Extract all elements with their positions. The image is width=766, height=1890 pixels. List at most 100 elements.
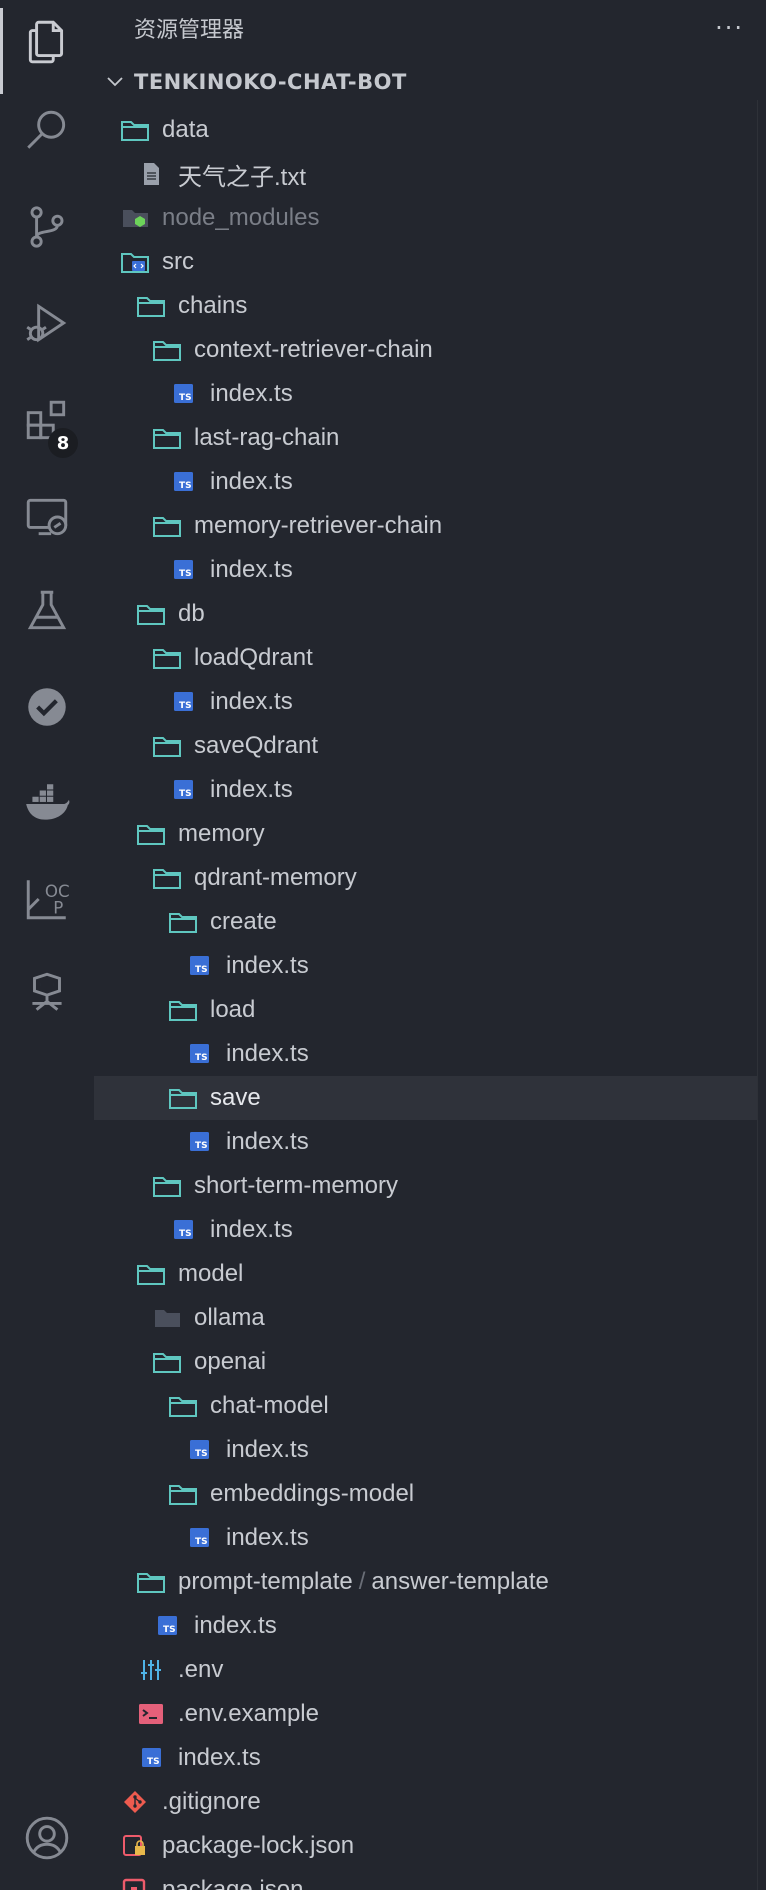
svg-text:TS: TS [195,1053,208,1063]
tree-folder-row[interactable]: qdrant-memory [94,856,766,900]
openshift-icon: OC P [22,874,72,928]
chevron-down-icon [104,70,126,92]
tree-folder-row[interactable]: short-term-memory [94,1164,766,1208]
workspace-title: TENKINOKO-CHAT-BOT [134,70,407,94]
svg-text:TS: TS [179,569,192,579]
tree-folder-row[interactable]: prompt-template/answer-template [94,1560,766,1604]
tree-item-label: create [210,908,277,935]
folder-open-icon [168,1481,198,1507]
robot-activity[interactable] [0,960,94,1030]
tree-folder-row[interactable]: create [94,900,766,944]
folder-open-icon [152,865,182,891]
tree-item-label: .gitignore [162,1788,261,1815]
folder-open-icon [152,645,182,671]
check-activity[interactable] [0,674,94,744]
source-control-activity[interactable] [0,194,94,264]
svg-text:TS: TS [195,965,208,975]
check-circle-icon [22,682,72,736]
tree-item-label: index.ts [210,556,293,583]
tree-file-row[interactable]: package-lock.json [94,1824,766,1868]
tree-item-label: load [210,996,256,1023]
tree-folder-row[interactable]: loadQdrant [94,636,766,680]
tree-folder-row[interactable]: ollama [94,1296,766,1340]
npm-icon [120,1877,150,1890]
run-debug-icon [22,298,72,352]
tree-item-label: index.ts [226,1128,309,1155]
tree-item-label: openai [194,1348,267,1375]
tree-folder-row[interactable]: saveQdrant [94,724,766,768]
explorer-panel: 资源管理器 ··· TENKINOKO-CHAT-BOT data 天气之子.tx… [94,0,766,1890]
tree-item-label: index.ts [194,1612,277,1639]
tree-folder-row[interactable]: db [94,592,766,636]
tree-folder-row[interactable]: src [94,240,766,284]
tree-folder-row[interactable]: load [94,988,766,1032]
tree-file-row[interactable]: TS index.ts [94,548,766,592]
tree-item-label: .env.example [178,1700,319,1727]
more-actions-icon[interactable]: ··· [715,14,744,42]
explorer-activity[interactable] [0,8,94,94]
tree-folder-row[interactable]: openai [94,1340,766,1384]
tree-folder-row[interactable]: chains [94,284,766,328]
env-file-icon [136,1657,166,1683]
typescript-file-icon: TS [184,1525,214,1551]
tree-file-row[interactable]: TS index.ts [94,1032,766,1076]
tree-item-label: chat-model [210,1392,329,1419]
tree-folder-row[interactable]: memory [94,812,766,856]
openshift-activity[interactable]: OC P [0,866,94,936]
tree-file-row[interactable]: 天气之子.txt [94,152,766,196]
tree-item-label: db [178,600,205,627]
workspace-section-header[interactable]: TENKINOKO-CHAT-BOT [94,62,766,102]
extensions-badge: 8 [48,428,78,458]
extensions-activity[interactable]: 8 [0,388,94,458]
tree-item-label: index.ts [210,688,293,715]
testing-activity[interactable] [0,578,94,648]
folder-open-icon [136,293,166,319]
docker-activity[interactable] [0,770,94,840]
account-activity[interactable] [0,1805,94,1875]
explorer-header: 资源管理器 ··· [94,0,766,52]
text-file-icon [136,161,166,187]
tree-folder-row[interactable]: save [94,1076,766,1120]
folder-open-icon [152,513,182,539]
tree-file-row[interactable]: package.json [94,1868,766,1890]
run-debug-activity[interactable] [0,290,94,360]
tree-file-row[interactable]: .env.example [94,1692,766,1736]
search-activity[interactable] [0,98,94,168]
tree-item-label-compact: answer-template [371,1568,549,1595]
tree-file-row[interactable]: .gitignore [94,1780,766,1824]
tree-folder-row[interactable]: node_modules [94,196,766,240]
tree-folder-row[interactable]: data [94,108,766,152]
tree-folder-row[interactable]: embeddings-model [94,1472,766,1516]
tree-item-label: index.ts [210,380,293,407]
remote-explorer-activity[interactable] [0,484,94,554]
tree-folder-row[interactable]: model [94,1252,766,1296]
typescript-file-icon: TS [168,557,198,583]
tree-item-label: last-rag-chain [194,424,340,451]
node-modules-folder-icon [120,205,150,231]
tree-file-row[interactable]: .env [94,1648,766,1692]
activity-bar: 8 [0,0,94,1890]
folder-open-icon [136,1569,166,1595]
tree-item-label: model [178,1260,244,1287]
tree-folder-row[interactable]: last-rag-chain [94,416,766,460]
tree-folder-row[interactable]: chat-model [94,1384,766,1428]
tree-folder-row[interactable]: memory-retriever-chain [94,504,766,548]
folder-open-icon [136,601,166,627]
tree-folder-row[interactable]: context-retriever-chain [94,328,766,372]
tree-item-label: index.ts [226,1040,309,1067]
search-icon [22,106,72,160]
tree-item-label: data [162,116,209,143]
scrollbar[interactable] [757,100,766,1890]
